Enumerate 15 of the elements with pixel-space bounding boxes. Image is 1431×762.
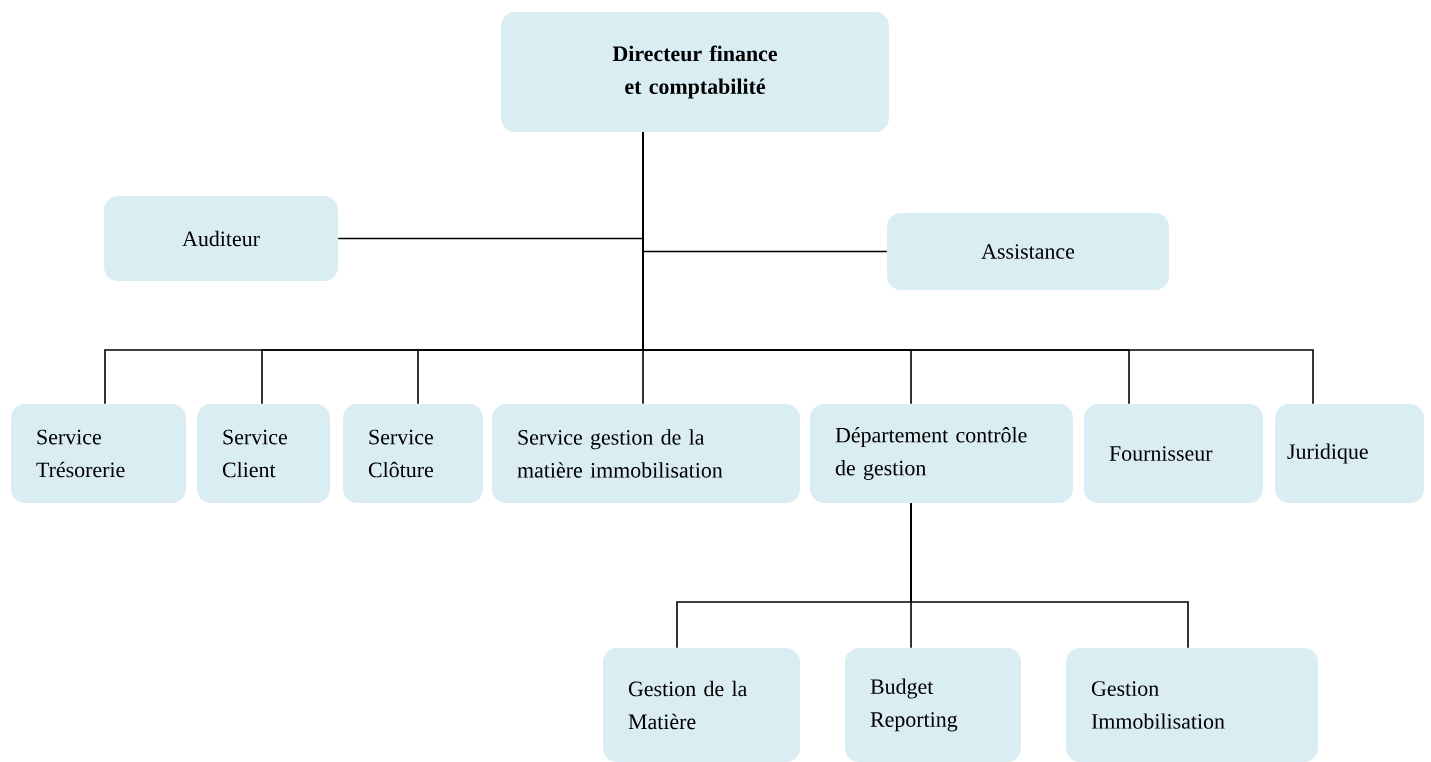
org-box: Gestion de la Matière [603,648,800,762]
connector-line [642,131,1314,405]
org-box: Fournisseur [1084,404,1263,503]
org-box: Directeur finance et comptabilité [501,12,889,132]
org-box: Département contrôle de gestion [810,404,1073,503]
org-box: Service Trésorerie [11,404,186,503]
connector-line [910,502,1189,649]
org-box: Service Client [197,404,330,503]
org-box: Auditeur [104,196,338,281]
org-box: Budget Reporting [845,648,1021,762]
org-box: Juridique [1275,404,1424,503]
org-box: Service Clôture [343,404,483,503]
org-box: Gestion Immobilisation [1066,648,1318,762]
org-box: Assistance [887,213,1169,290]
org-box: Service gestion de la matière immobilisation [492,404,800,503]
